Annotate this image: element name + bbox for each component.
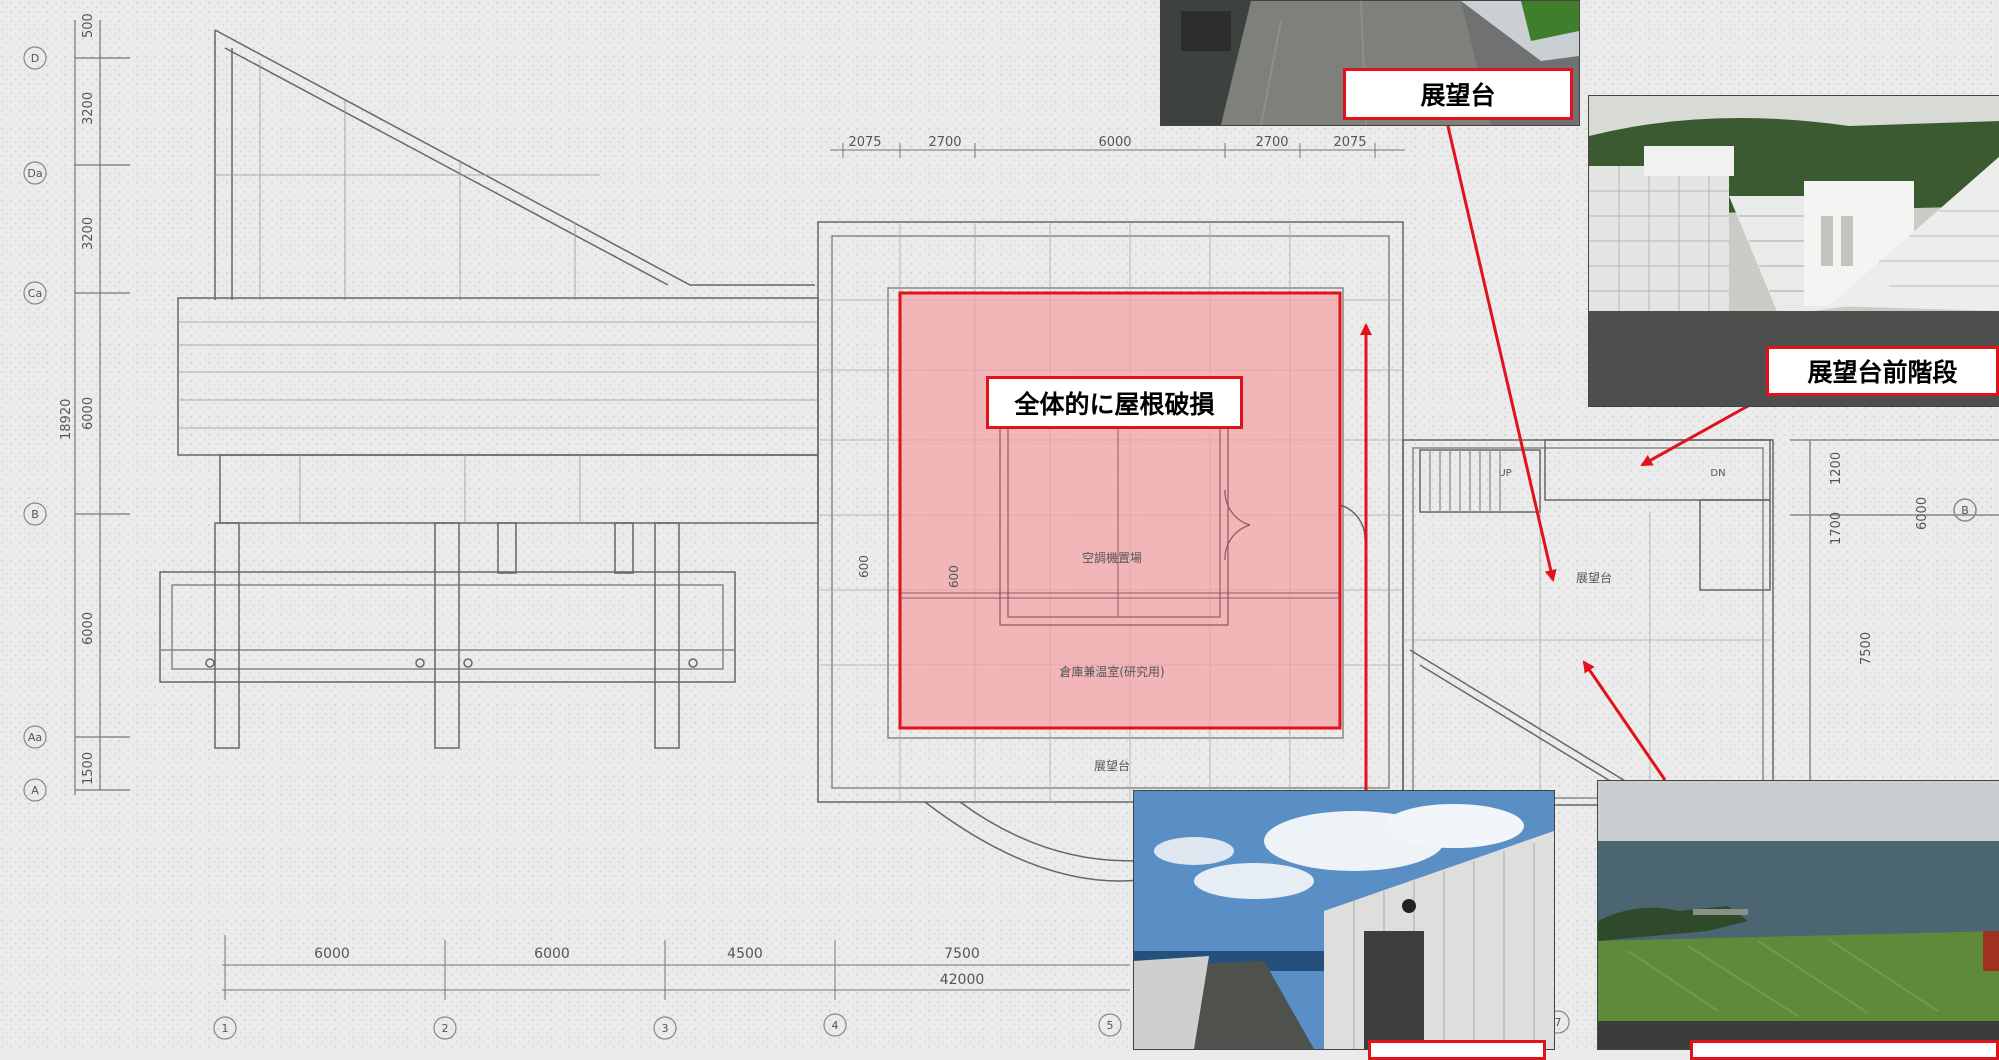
dim-bottom-total: 42000 xyxy=(940,972,985,988)
dim-right-1200: 1200 xyxy=(1829,452,1844,485)
axis-label-3: 3 xyxy=(662,1022,669,1035)
callout-deck-front-stairs: 展望台前階段 xyxy=(1766,346,1999,396)
callout-roof-photo-partial xyxy=(1368,1040,1546,1060)
axis-label-1: 1 xyxy=(222,1022,229,1035)
axis-marker-right-B xyxy=(1953,498,1977,522)
dim-top-2075b: 2075 xyxy=(1333,135,1366,150)
axis-marker-Ca xyxy=(23,281,47,305)
dim-inner-600a: 600 xyxy=(857,555,871,578)
axis-marker-Da xyxy=(23,161,47,185)
photo-sea-view xyxy=(1597,780,1999,1050)
dim-left-3200b: 3200 xyxy=(81,217,96,250)
axis-marker-Aa xyxy=(23,725,47,749)
plan-label-up: UP xyxy=(1498,468,1511,479)
photo-rooftop xyxy=(1133,790,1555,1050)
axis-marker-B xyxy=(23,502,47,526)
axis-label-4: 4 xyxy=(832,1019,839,1032)
axis-label-A: A xyxy=(31,784,39,797)
dim-left-1500: 1500 xyxy=(81,752,96,785)
arrow-sea-view xyxy=(1582,660,1667,781)
photo-rooftop-image xyxy=(1134,791,1554,1049)
plan-label-deck-right: 展望台 xyxy=(1576,570,1612,585)
callout-sea-view-partial xyxy=(1690,1040,1999,1060)
top-dimensions xyxy=(830,143,1405,158)
photo-sea-view-image xyxy=(1598,781,1999,1049)
bottom-axis-markers xyxy=(213,1010,1570,1040)
axis-label-7: 7 xyxy=(1555,1016,1562,1029)
axis-label-Ca: Ca xyxy=(28,287,42,300)
dim-top-2075a: 2075 xyxy=(848,135,881,150)
axis-label-5: 5 xyxy=(1107,1019,1114,1032)
dim-bottom-7500: 7500 xyxy=(944,946,980,962)
roof-damage-highlight xyxy=(898,291,1342,730)
callout-roof-damage: 全体的に屋根破損 xyxy=(986,376,1243,429)
dim-right-7500: 7500 xyxy=(1859,632,1874,665)
dim-right-6000: 6000 xyxy=(1915,497,1930,530)
axis-label-Da: Da xyxy=(27,167,42,180)
arrow-observation-deck xyxy=(1445,121,1557,582)
axis-marker-D xyxy=(23,46,47,70)
axis-label-B: B xyxy=(31,508,39,521)
left-axis-markers xyxy=(23,46,47,802)
dim-left-6000b: 6000 xyxy=(81,612,96,645)
dim-bottom-6000b: 6000 xyxy=(534,946,570,962)
left-axis xyxy=(74,20,130,795)
dim-top-2700a: 2700 xyxy=(928,135,961,150)
west-wing xyxy=(159,29,819,749)
dim-bottom-6000a: 6000 xyxy=(314,946,350,962)
axis-label-D: D xyxy=(31,52,39,65)
dim-top-2700b: 2700 xyxy=(1255,135,1288,150)
dim-top-6000: 6000 xyxy=(1098,135,1131,150)
east-block xyxy=(1402,439,1999,806)
axis-marker-A xyxy=(23,778,47,802)
dim-left-6000a: 6000 xyxy=(81,397,96,430)
dim-inner-600b: 600 xyxy=(947,565,961,588)
axis-label-2: 2 xyxy=(442,1022,449,1035)
dim-left-total: 18920 xyxy=(59,399,74,440)
dim-left-3200a: 3200 xyxy=(81,92,96,125)
plan-label-dn: DN xyxy=(1710,468,1725,479)
plan-label-greenhouse: 倉庫兼温室(研究用) xyxy=(1059,664,1164,679)
dim-right-1700: 1700 xyxy=(1829,512,1844,545)
dim-bottom-4500: 4500 xyxy=(727,946,763,962)
bottom-dimensions xyxy=(222,935,1130,1000)
axis-label-right-B: B xyxy=(1961,504,1969,517)
dim-left-500: 500 xyxy=(81,13,96,38)
callout-observation-deck: 展望台 xyxy=(1343,68,1573,120)
axis-label-Aa: Aa xyxy=(28,731,42,744)
plan-label-deck-lower: 展望台 xyxy=(1094,758,1130,773)
plan-label-ac-area: 空調機置場 xyxy=(1082,550,1142,565)
